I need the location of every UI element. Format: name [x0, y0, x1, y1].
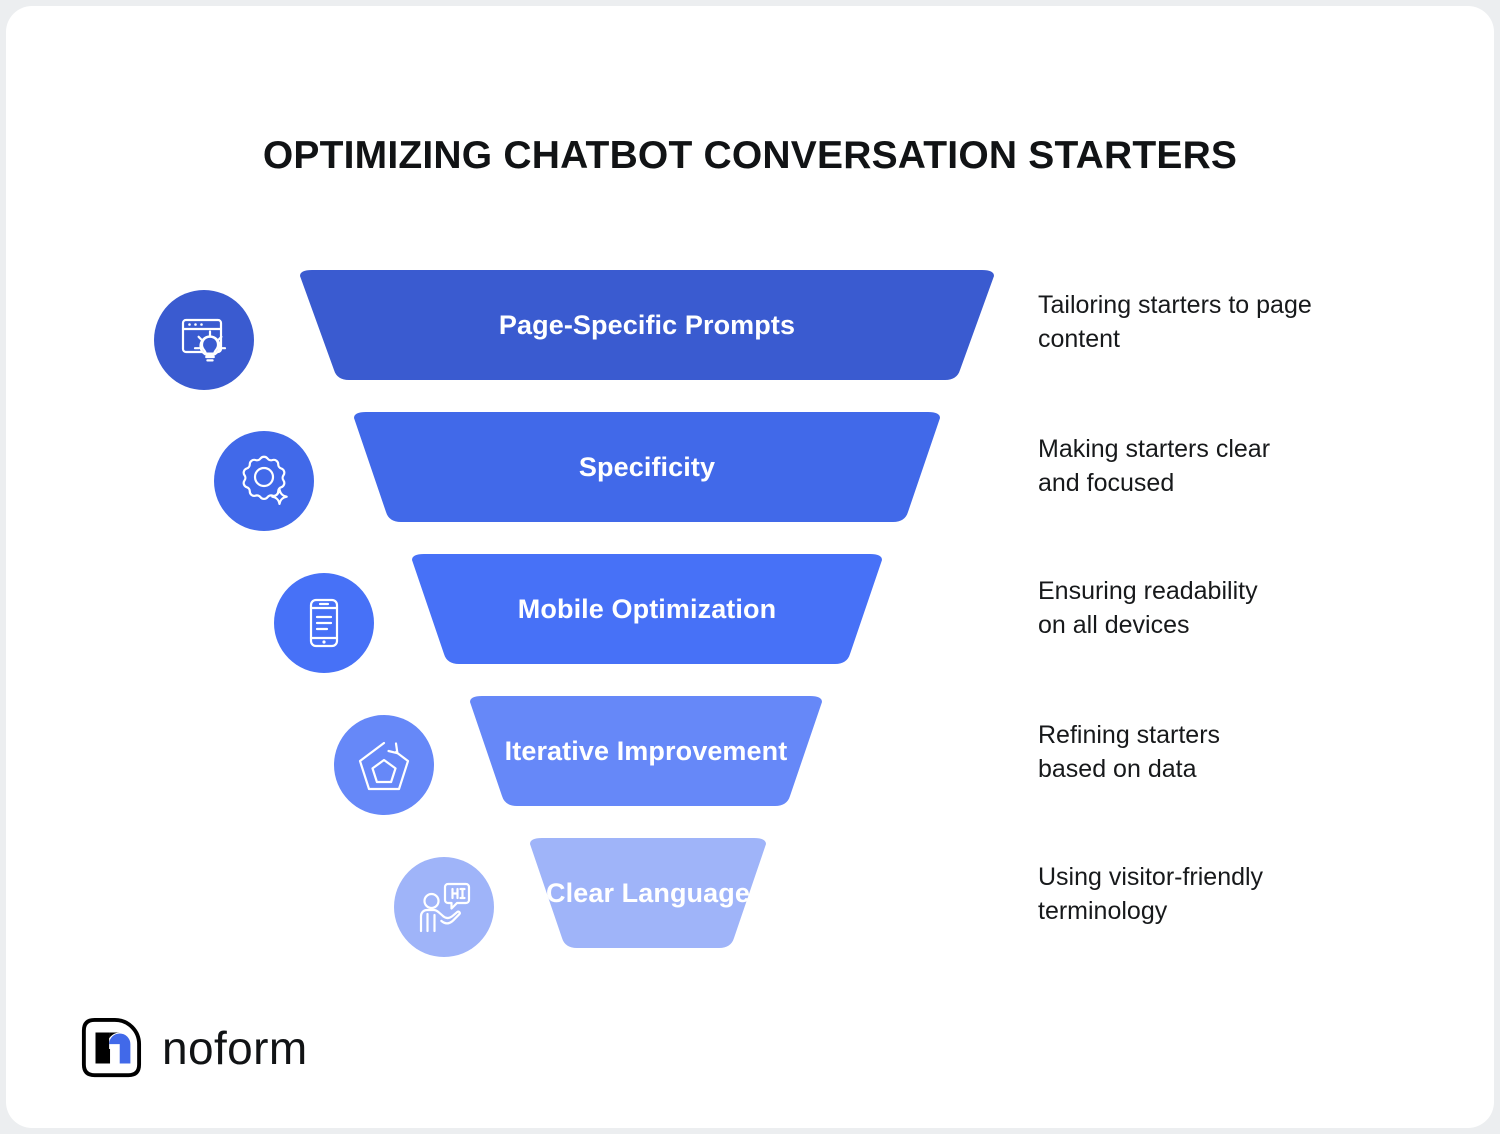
funnel-segment-description: Refining starters based on data	[1038, 721, 1221, 783]
funnel-segment-label: Mobile Optimization	[517, 593, 777, 624]
funnel-row: Specificity Making starters clear and fo…	[6, 410, 1494, 542]
funnel-segment-description: Tailoring starters to page content	[1038, 291, 1312, 353]
funnel-segment: Specificity	[342, 412, 952, 522]
funnel-segment-description: Ensuring readability on all devices	[1038, 577, 1258, 639]
funnel-segment: Clear Language	[518, 838, 778, 948]
funnel-row: Clear Language Using visitor-friendly te…	[6, 836, 1494, 968]
gear-sparkle-icon	[214, 431, 314, 531]
person-speech-bubble-icon	[394, 857, 494, 957]
browser-lightbulb-icon	[154, 290, 254, 390]
infographic-card: OPTIMIZING CHATBOT CONVERSATION STARTERS	[6, 6, 1494, 1128]
brand-logo: noform	[80, 1017, 308, 1079]
segment-shape	[530, 838, 766, 948]
funnel-segment: Iterative Improvement	[458, 696, 834, 806]
page-title: OPTIMIZING CHATBOT CONVERSATION STARTERS	[262, 134, 1238, 177]
funnel-segment-description: Making starters clear and focused	[1038, 435, 1271, 497]
funnel-segment-label: Clear Language	[546, 877, 750, 908]
segment-shape	[354, 412, 940, 522]
mobile-phone-icon	[274, 573, 374, 673]
pentagon-refresh-icon	[334, 715, 434, 815]
funnel-segment-label: Page-Specific Prompts	[498, 309, 796, 340]
funnel-row: Page-Specific Prompts Tailoring starters…	[6, 268, 1494, 400]
noform-logo-mark	[81, 1017, 142, 1078]
funnel-row: Iterative Improvement Refining starters …	[6, 694, 1494, 826]
segment-shape	[300, 270, 994, 380]
logo-wordmark: noform	[162, 1022, 308, 1074]
funnel-segment-label: Specificity	[578, 451, 716, 482]
funnel-segment-description: Using visitor-friendly terminology	[1038, 863, 1264, 925]
funnel-segment: Mobile Optimization	[400, 554, 894, 664]
funnel-segment-label: Iterative Improvement	[504, 735, 788, 766]
segment-shape	[470, 696, 822, 806]
funnel-row: Mobile Optimization Ensuring readability…	[6, 552, 1494, 684]
funnel-segment: Page-Specific Prompts	[288, 270, 1006, 380]
segment-shape	[412, 554, 882, 664]
funnel-chart: Page-Specific Prompts Tailoring starters…	[6, 268, 1494, 968]
